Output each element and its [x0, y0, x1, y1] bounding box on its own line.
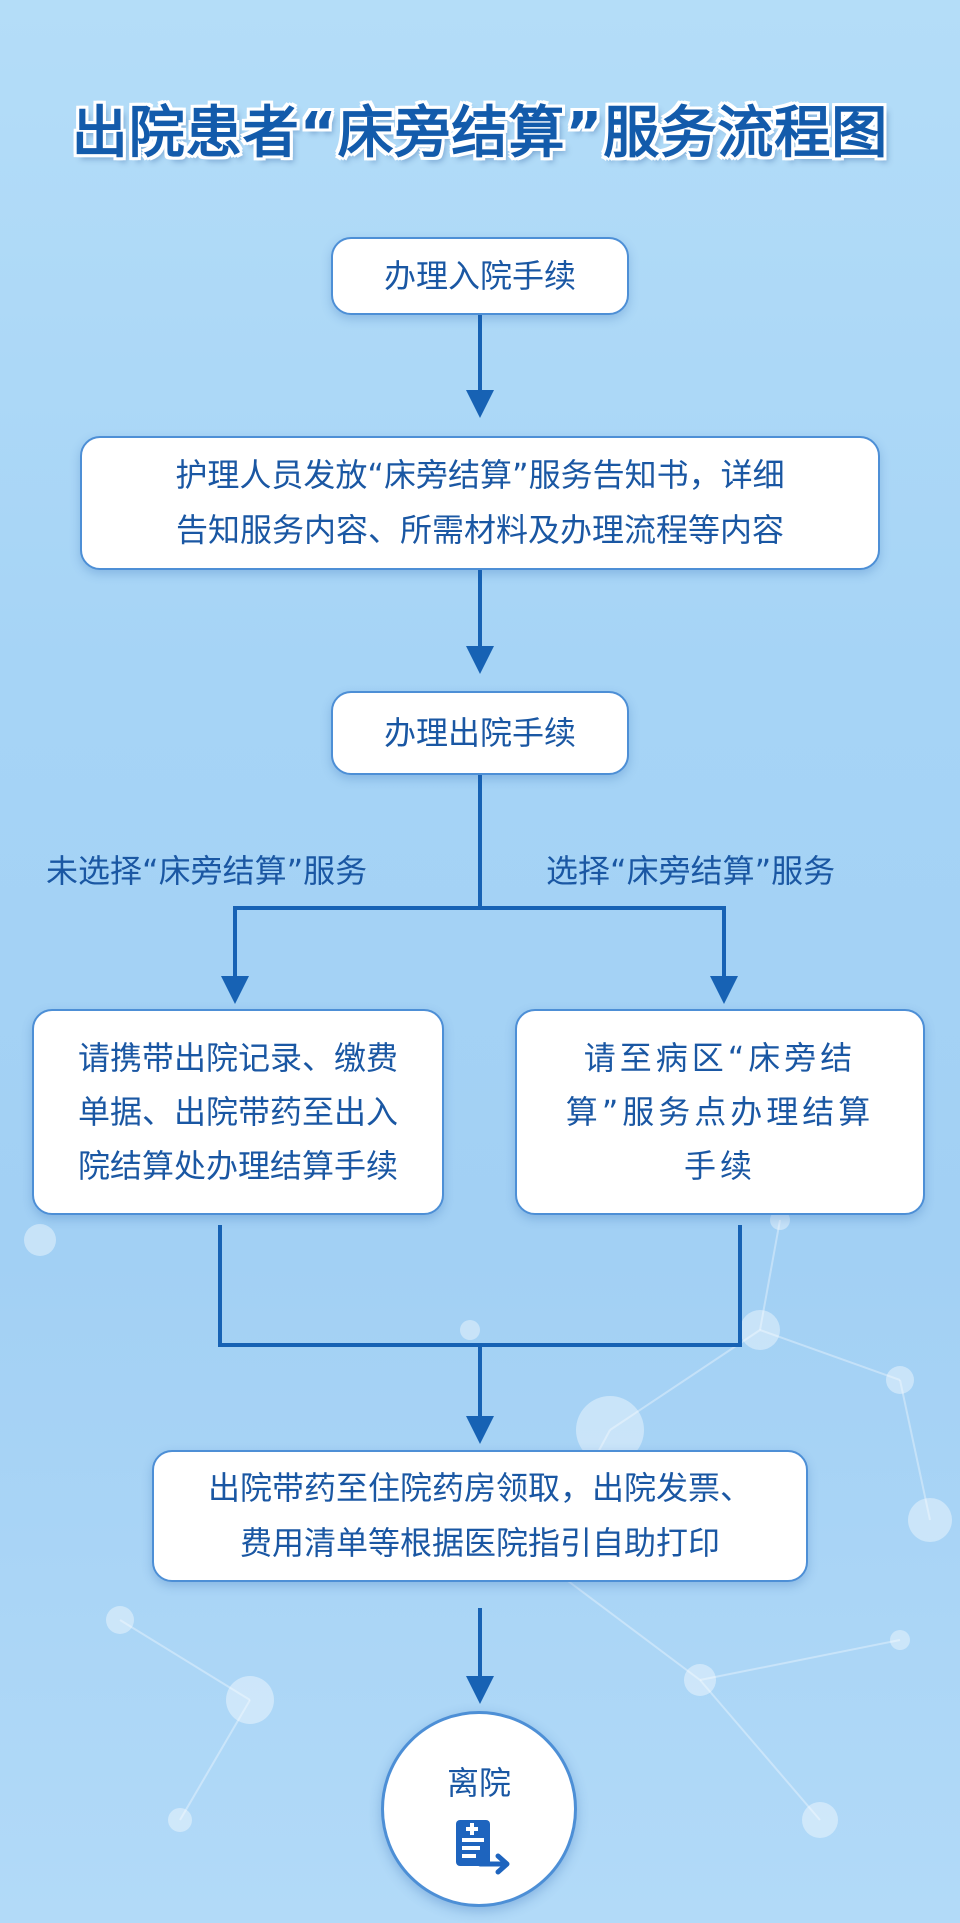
step-notice-line1: 护理人员发放“床旁结算”服务告知书，详细: [175, 456, 785, 494]
branch-bedside-line3: 手续: [683, 1147, 756, 1185]
step-pickup-box: 出院带药至住院药房领取，出院发票、 费用清单等根据医院指引自助打印: [152, 1450, 808, 1582]
page-title: 出院患者“床旁结算”服务流程图: [71, 101, 889, 166]
branch-bedside-line1: 请至病区“床旁结: [583, 1039, 857, 1077]
leave-hospital-label: 离院: [446, 1764, 511, 1802]
branch-bedside-box: 请至病区“床旁结 算”服务点办理结算 手续: [515, 1009, 925, 1215]
step-admission-text: 办理入院手续: [383, 256, 576, 295]
step-notice-box: 护理人员发放“床旁结算”服务告知书，详细 告知服务内容、所需材料及办理流程等内容: [80, 436, 880, 570]
branch-label-bedside: 选择“床旁结算”服务: [546, 852, 836, 890]
step-admission-box: 办理入院手续: [331, 237, 629, 315]
step-pickup-line1: 出院带药至住院药房领取，出院发票、: [207, 1469, 752, 1507]
branch-label-no-bedside: 未选择“床旁结算”服务: [46, 852, 368, 890]
step-discharge-text: 办理出院手续: [383, 713, 576, 752]
branch-bedside-line2: 算”服务点办理结算: [565, 1093, 875, 1131]
branch-no-bedside-box: 请携带出院记录、缴费 单据、出院带药至出入 院结算处办理结算手续: [32, 1009, 444, 1215]
step-pickup-line2: 费用清单等根据医院指引自助打印: [239, 1524, 720, 1562]
branch-no-bedside-line2: 单据、出院带药至出入: [77, 1093, 398, 1131]
leave-hospital-circle: 离院: [381, 1711, 577, 1907]
branch-no-bedside-line3: 院结算处办理结算手续: [77, 1147, 398, 1185]
step-discharge-box: 办理出院手续: [331, 691, 629, 775]
branch-no-bedside-line1: 请携带出院记录、缴费: [77, 1039, 398, 1077]
discharge-document-icon: [456, 1820, 510, 1875]
step-notice-line2: 告知服务内容、所需材料及办理流程等内容: [175, 511, 784, 549]
